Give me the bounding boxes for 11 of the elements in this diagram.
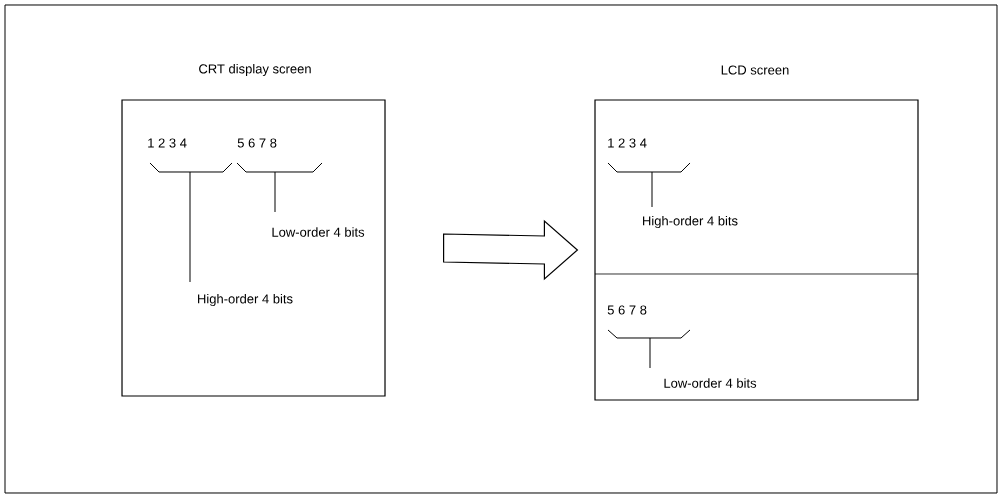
bit-label: Low-order 4 bits [272,227,365,237]
node-label: LCD screen [721,65,789,75]
hollow-arrow [443,219,579,281]
bit-label: High-order 4 bits [198,293,293,307]
bit-label: High-order 4 bits [643,215,738,229]
bit-label: Low-order 4 bits [664,378,757,388]
bit-label: 1 2 3 4 [148,138,187,148]
node-label: CRT display screen [199,63,311,77]
bit-label: 1 2 3 4 [608,138,647,148]
bit-label: 5 6 7 8 [237,138,277,148]
bit-label: 5 6 7 8 [607,305,647,315]
